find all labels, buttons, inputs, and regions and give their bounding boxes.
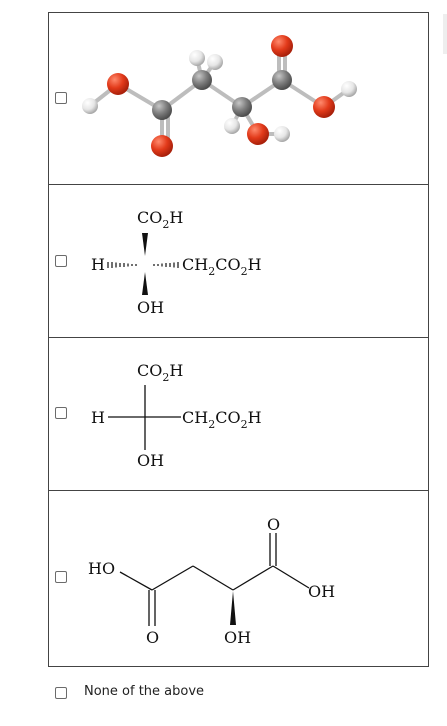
carbon-atom [272, 70, 292, 90]
oxygen-atom [151, 135, 173, 157]
oxygen-atom [271, 35, 293, 57]
top-group: CO2H [137, 361, 183, 384]
none-of-the-above-label[interactable]: None of the above [84, 684, 205, 699]
scrollbar-track [443, 14, 447, 54]
bottom-left-oxygen-label: O [146, 628, 159, 647]
hydrogen-atom [207, 54, 223, 70]
right-group: CH2CO2H [182, 408, 262, 431]
oxygen-atom [107, 73, 129, 95]
bottom-group: OH [137, 451, 164, 470]
carbon-atom [232, 97, 252, 117]
hydrogen-atom [224, 118, 240, 134]
hydrogen-atom [82, 98, 98, 114]
fischer-projection: CO2H H CH2CO2H OH [91, 361, 262, 470]
right-group: CH2CO2H [182, 255, 262, 278]
option-4-checkbox[interactable] [55, 571, 67, 583]
left-hashed-bond [107, 262, 137, 268]
wedge-bond [230, 591, 236, 625]
right-hashed-bond [153, 262, 179, 268]
oxygen-atom [313, 96, 335, 118]
top-group: CO2H [137, 208, 183, 231]
option-3-checkbox[interactable] [55, 407, 67, 419]
left-group: H [91, 408, 105, 427]
wedge-dash-structure: CO2H H CH2CO2H OH [91, 208, 262, 317]
ball-and-stick-model [82, 35, 357, 157]
option-1-checkbox[interactable] [55, 92, 67, 104]
left-group: H [91, 255, 105, 274]
option-4-box[interactable] [48, 490, 429, 667]
bottom-group: OH [137, 298, 164, 317]
skeletal-structure: HO O OH O OH [88, 515, 335, 647]
right-hydroxyl-label: OH [308, 582, 335, 601]
option-2-checkbox[interactable] [55, 255, 67, 267]
top-right-oxygen-label: O [267, 515, 280, 534]
bottom-wedge-bond [142, 272, 148, 295]
hydrogen-atom [189, 50, 205, 66]
none-of-the-above-checkbox[interactable] [55, 687, 67, 699]
hydrogen-atom [341, 81, 357, 97]
carbon-atom [192, 70, 212, 90]
top-wedge-bond [142, 233, 148, 256]
oxygen-atom [247, 123, 269, 145]
carbon-atom [152, 100, 172, 120]
carbon-chain [119, 533, 310, 626]
bottom-hydroxyl-label: OH [224, 628, 251, 647]
hydrogen-atom [274, 126, 290, 142]
left-hydroxyl-label: HO [88, 559, 115, 578]
option-2-box[interactable] [48, 184, 429, 338]
